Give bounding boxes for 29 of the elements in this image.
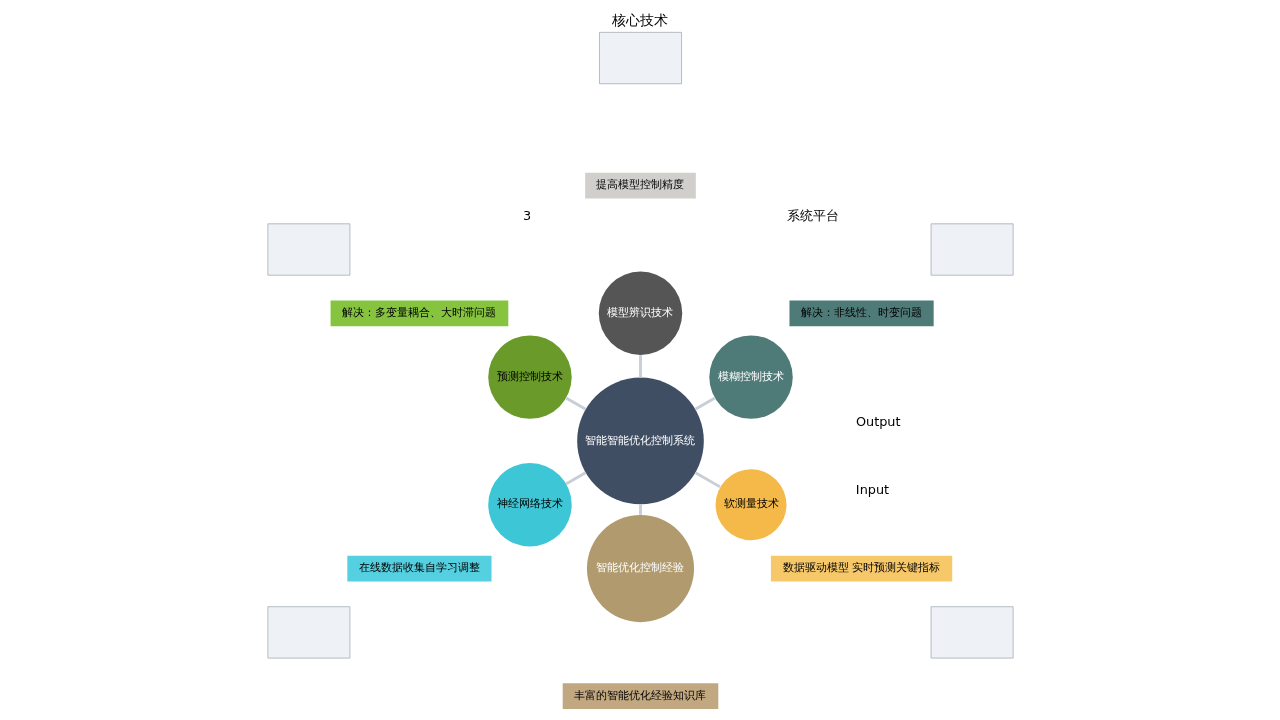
label: Output <box>855 413 900 429</box>
connector <box>694 396 716 411</box>
node-circle: 神经网络技术 <box>487 463 572 547</box>
node-box <box>267 606 350 659</box>
node-box <box>930 223 1013 276</box>
node-box: 提高模型控制精度 <box>584 172 696 199</box>
node-circle: 预测控制技术 <box>487 335 572 419</box>
node-circle: 软测量技术 <box>715 469 786 541</box>
node-box: 在线数据收集自学习调整 <box>346 555 492 582</box>
connector <box>694 471 721 489</box>
connector <box>638 355 642 378</box>
node-box: 数据驱动模型 实时预测关键指标 <box>770 555 952 582</box>
node-box <box>930 606 1013 659</box>
node-circle: 智能优化控制经验 <box>586 515 694 623</box>
diagram-title: 核心技术 <box>612 12 668 29</box>
node-box: 解决：多变量耦合、大时滞问题 <box>330 300 508 327</box>
connector <box>564 471 586 486</box>
node-circle: 模糊控制技术 <box>708 335 793 419</box>
label: 3 <box>522 207 531 223</box>
node-circle: 模型辨识技术 <box>598 271 682 356</box>
node-box <box>267 223 350 276</box>
node-circle: 智能智能优化控制系统 <box>576 377 704 505</box>
label: 系统平台 <box>786 207 839 223</box>
node-box <box>598 32 682 85</box>
node-box: 解决：非线性、时变问题 <box>788 300 934 327</box>
label: Input <box>855 482 889 498</box>
connector <box>638 504 642 515</box>
node-box: 丰富的智能优化经验知识库 <box>562 683 718 710</box>
connector <box>564 396 586 411</box>
